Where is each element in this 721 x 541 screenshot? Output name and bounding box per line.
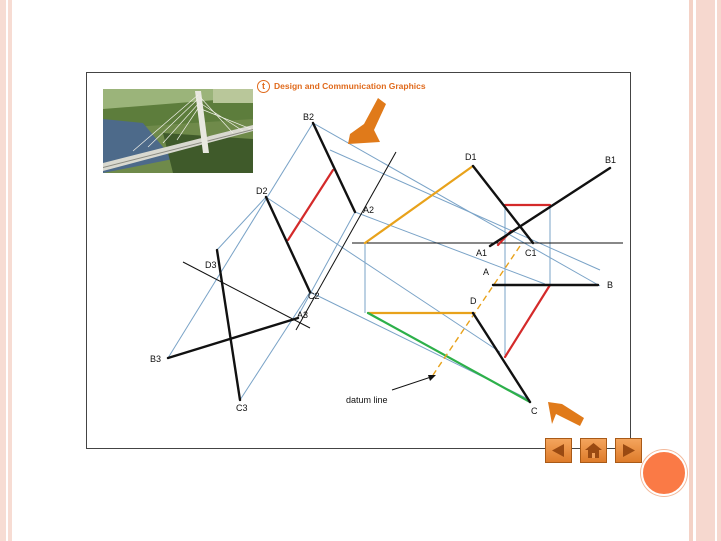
next-slide-button[interactable] <box>615 438 642 463</box>
brand-header: t Design and Communication Graphics <box>257 78 426 94</box>
left-rail <box>0 0 12 541</box>
label-b: B <box>607 280 613 290</box>
label-b1: B1 <box>605 155 616 165</box>
brand-title: Design and Communication Graphics <box>274 81 426 91</box>
label-c: C <box>531 406 538 416</box>
green-edge <box>366 311 532 404</box>
arrow-right-icon <box>623 444 635 457</box>
decorative-circle <box>641 450 687 496</box>
reference-lines <box>182 151 623 331</box>
label-c3: C3 <box>236 403 248 413</box>
label-d2: D2 <box>256 186 268 196</box>
home-icon <box>585 443 602 458</box>
brand-logo-icon: t <box>257 79 270 93</box>
label-d3: D3 <box>205 260 217 270</box>
yellow-edge-top <box>363 164 475 245</box>
label-a: A <box>483 267 489 277</box>
label-b3: B3 <box>150 354 161 364</box>
datum-leader <box>391 375 436 391</box>
datum-dashed-line <box>432 245 521 376</box>
arrow-pointer-icon <box>348 98 386 144</box>
previous-slide-button[interactable] <box>545 438 572 463</box>
red-edge-right <box>503 283 552 359</box>
red-edge-left <box>286 168 335 242</box>
label-a1: A1 <box>476 248 487 258</box>
home-button[interactable] <box>580 438 607 463</box>
arrow-left-icon <box>552 444 564 457</box>
point-labels: B2 D1 B1 D2 A2 A1 C1 D3 A B C2 D A3 B3 C… <box>150 112 616 416</box>
arrow-pointer-icon <box>548 402 584 426</box>
label-d: D <box>470 296 477 306</box>
label-a3: A3 <box>297 310 308 320</box>
label-b2: B2 <box>303 112 314 122</box>
label-c1: C1 <box>525 248 537 258</box>
bridge-photo <box>103 89 253 173</box>
label-d1: D1 <box>465 152 477 162</box>
black-object-edges <box>166 121 612 404</box>
label-c2: C2 <box>308 291 320 301</box>
datum-line-label: datum line <box>346 395 388 405</box>
right-rail <box>689 0 721 541</box>
label-a2: A2 <box>363 205 374 215</box>
